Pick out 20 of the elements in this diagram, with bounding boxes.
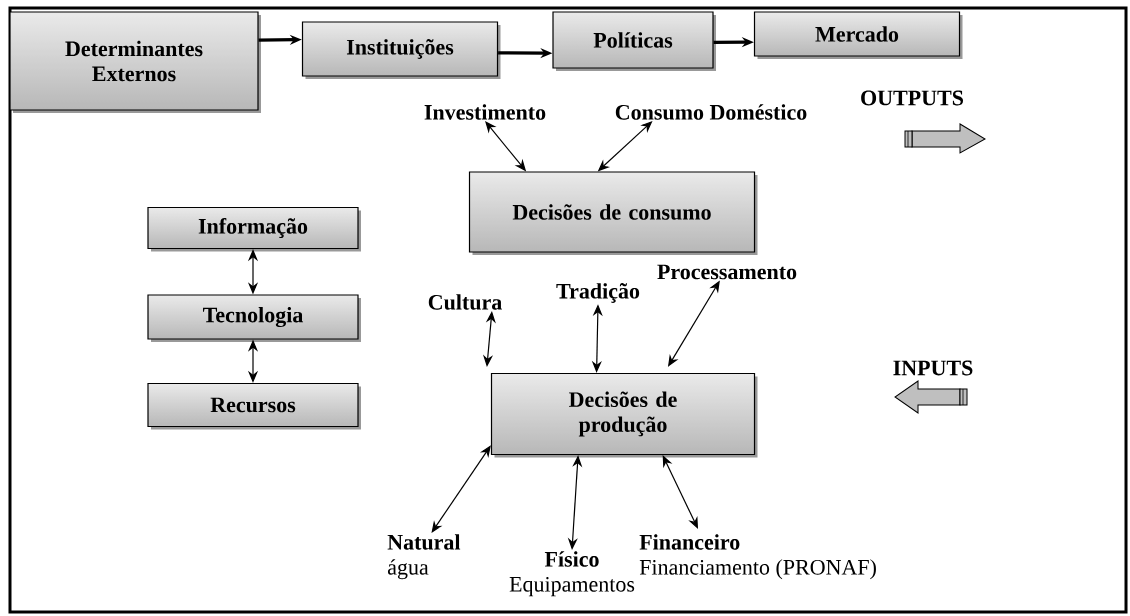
process-box: Mercado — [753, 11, 963, 59]
node-label: Investimento — [424, 104, 546, 120]
label: OUTPUTS — [861, 90, 964, 106]
process-box: Decisões de consumo — [468, 171, 758, 255]
node-label: Financeiro Financiamento (PRONAF) — [639, 534, 876, 580]
node-label: Físico Equipamentos — [509, 551, 635, 597]
process-box: Políticas — [552, 11, 716, 71]
process-box: Decisões de produção — [490, 372, 758, 458]
node-label: Tradição — [556, 283, 640, 303]
node-label: Consumo Doméstico — [615, 104, 807, 120]
node-label: Processamento — [657, 264, 797, 280]
process-box: Tecnologia — [147, 294, 361, 342]
process-box: Recursos — [147, 382, 361, 430]
process-box: Instituições — [301, 21, 501, 79]
arrow — [431, 445, 491, 533]
process-box: Determinantes Externos — [9, 11, 261, 113]
process-box: Informação — [147, 206, 361, 252]
label: INPUTS — [893, 360, 973, 376]
node-label: Cultura — [428, 294, 502, 310]
node-label: Natural água — [387, 534, 461, 580]
